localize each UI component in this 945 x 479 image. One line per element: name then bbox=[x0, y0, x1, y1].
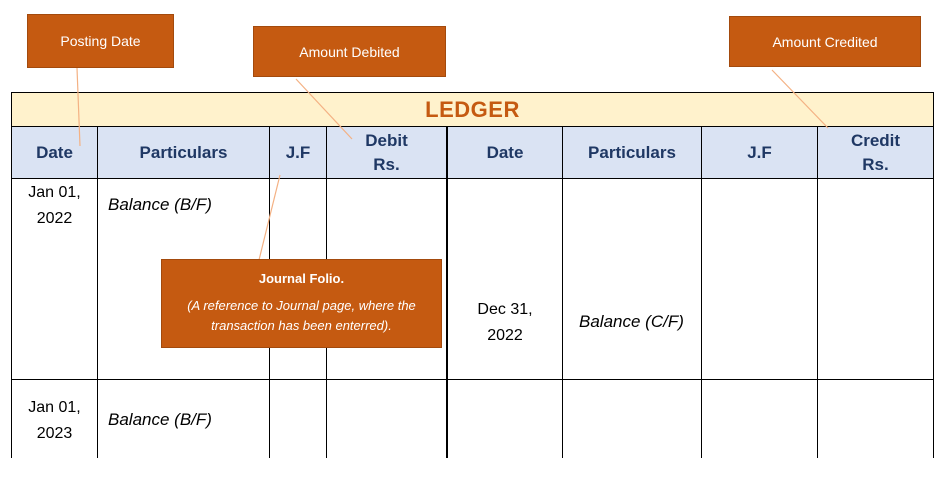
header-credit: Credit Rs. bbox=[818, 127, 933, 178]
row1-date-right-line2: 2022 bbox=[487, 327, 523, 344]
column-divider bbox=[562, 127, 563, 458]
row1-date-left-line2: 2022 bbox=[36, 210, 73, 227]
header-date-right: Date bbox=[486, 142, 524, 162]
row1-particulars-right: Balance (C/F) bbox=[579, 312, 684, 331]
journal-folio-desc-line1: (A reference to Journal page, where the bbox=[187, 298, 416, 313]
journal-folio-title: Journal Folio. bbox=[258, 271, 345, 286]
header-particulars-left: Particulars bbox=[139, 142, 228, 162]
amount-credited-callout: Amount Credited bbox=[729, 16, 921, 67]
header-date-left: Date bbox=[36, 142, 73, 162]
row1-particulars-left: Balance (B/F) bbox=[108, 195, 212, 214]
row2-particulars-left: Balance (B/F) bbox=[108, 410, 212, 429]
ledger-title-bar: LEDGER bbox=[12, 92, 933, 127]
amount-credited-label: Amount Credited bbox=[772, 33, 878, 50]
column-header-row: Date Particulars J.F Debit Rs. Date Part… bbox=[12, 127, 933, 179]
row1-date-right-line1: Dec 31, bbox=[477, 301, 533, 318]
journal-folio-pointer bbox=[258, 174, 281, 261]
row2-date-left: Jan 01, 2023 bbox=[12, 395, 97, 447]
row-divider bbox=[12, 379, 933, 380]
row1-date-right: Dec 31, 2022 bbox=[448, 297, 562, 349]
column-divider bbox=[817, 127, 818, 458]
posting-date-pointer bbox=[76, 67, 81, 147]
column-divider bbox=[97, 127, 98, 458]
amount-debited-callout: Amount Debited bbox=[253, 26, 446, 77]
row1-date-left-line1: Jan 01, bbox=[28, 184, 81, 201]
row1-date-left: Jan 01, 2022 bbox=[12, 180, 97, 232]
header-jf-right: J.F bbox=[747, 142, 772, 162]
journal-folio-desc-line2: transaction has been enterred). bbox=[211, 318, 392, 333]
row2-date-left-line1: Jan 01, bbox=[28, 399, 81, 416]
header-particulars-right: Particulars bbox=[588, 142, 676, 162]
amount-credited-pointer bbox=[771, 69, 829, 129]
amount-debited-pointer bbox=[295, 78, 353, 140]
column-divider bbox=[701, 127, 702, 458]
header-credit-line2: Rs. bbox=[862, 154, 889, 174]
row2-date-left-line2: 2023 bbox=[36, 425, 73, 442]
header-credit-line1: Credit bbox=[850, 130, 901, 150]
ledger-table: LEDGER Date Particulars J.F Debit Rs. Da… bbox=[11, 92, 934, 458]
ledger-title: LEDGER bbox=[425, 96, 520, 122]
header-debit-line1: Debit bbox=[365, 130, 408, 150]
posting-date-label: Posting Date bbox=[60, 33, 141, 49]
journal-folio-callout: Journal Folio. (A reference to Journal p… bbox=[161, 259, 442, 348]
header-jf-left: J.F bbox=[285, 142, 311, 162]
posting-date-callout: Posting Date bbox=[27, 14, 174, 68]
header-debit-line2: Rs. bbox=[373, 154, 400, 174]
amount-debited-label: Amount Debited bbox=[299, 43, 400, 60]
header-debit: Debit Rs. bbox=[327, 127, 446, 178]
debit-credit-divider bbox=[446, 127, 448, 458]
